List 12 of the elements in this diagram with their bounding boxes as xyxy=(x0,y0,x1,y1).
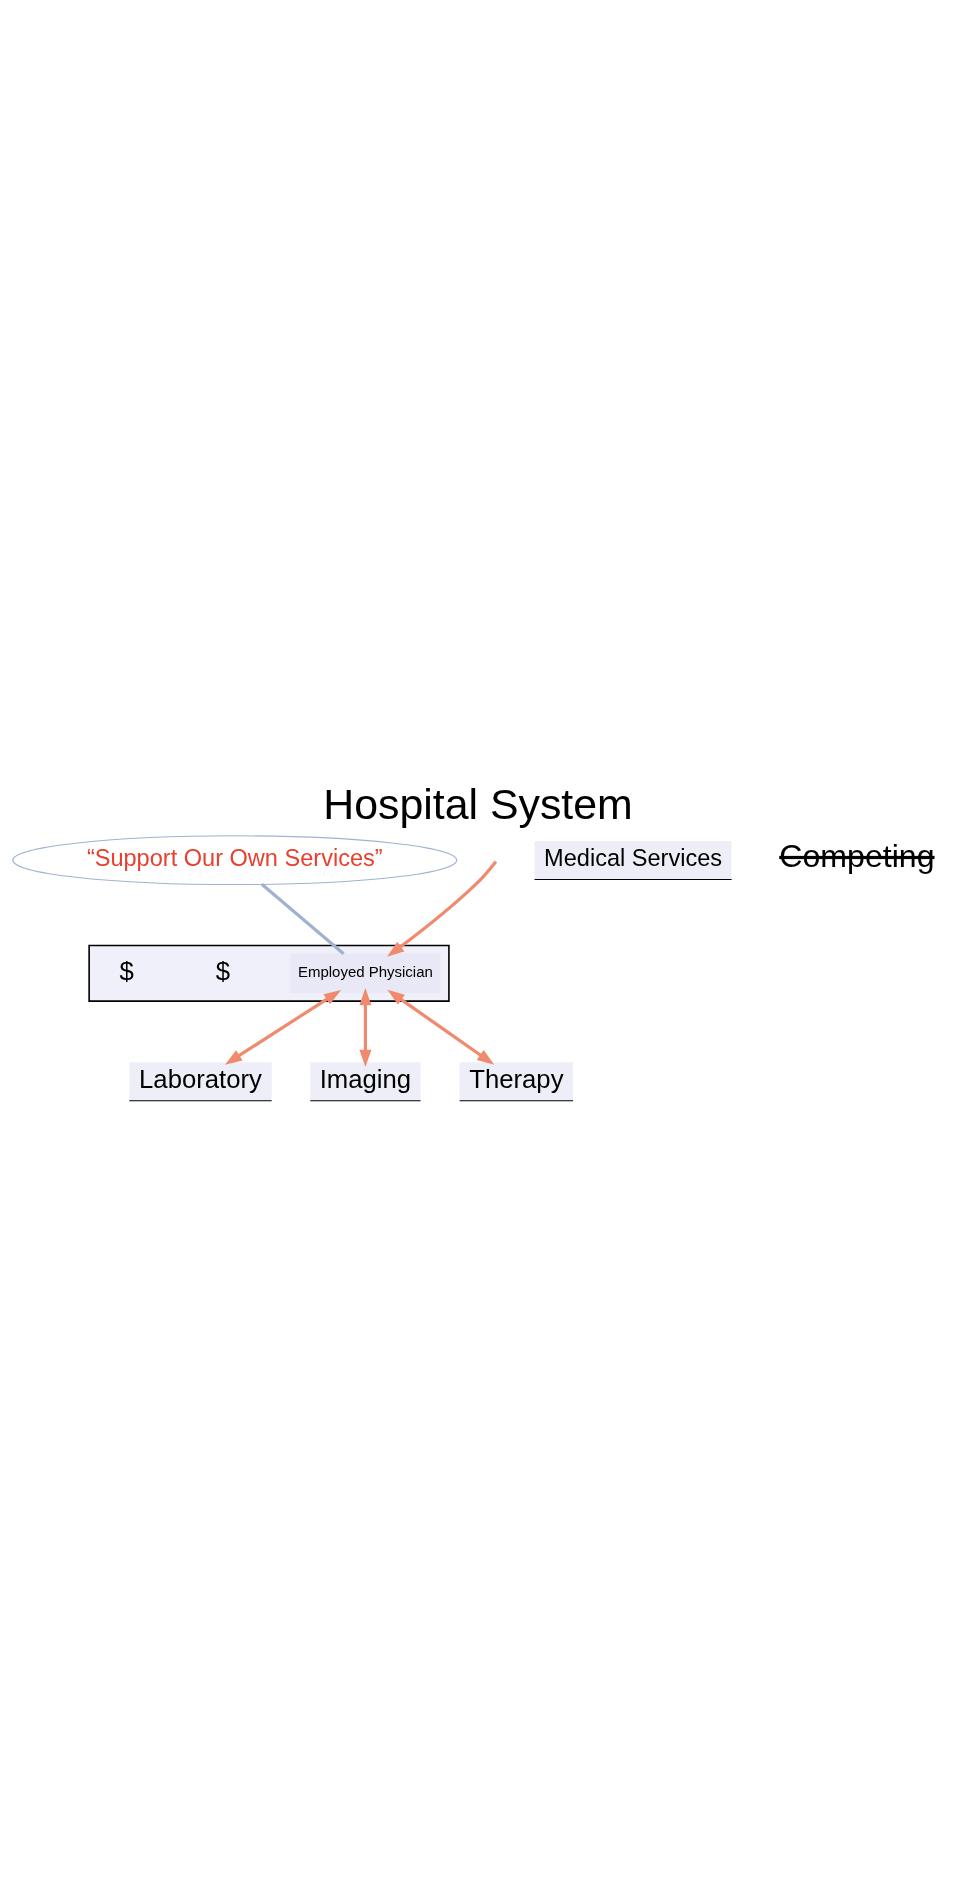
connector xyxy=(260,883,345,955)
arrow xyxy=(387,860,498,957)
node-ellipse: “Support Our Own Services” xyxy=(12,835,458,886)
diagram-title: Hospital System xyxy=(323,779,633,828)
label: $ xyxy=(119,956,134,985)
node-box: Employed Physician xyxy=(290,953,441,994)
arrow xyxy=(359,987,372,1067)
arrow xyxy=(224,989,342,1065)
cluster xyxy=(88,944,450,1002)
arrow xyxy=(387,989,495,1065)
label: $ xyxy=(215,956,231,985)
label: Competing xyxy=(779,838,935,875)
